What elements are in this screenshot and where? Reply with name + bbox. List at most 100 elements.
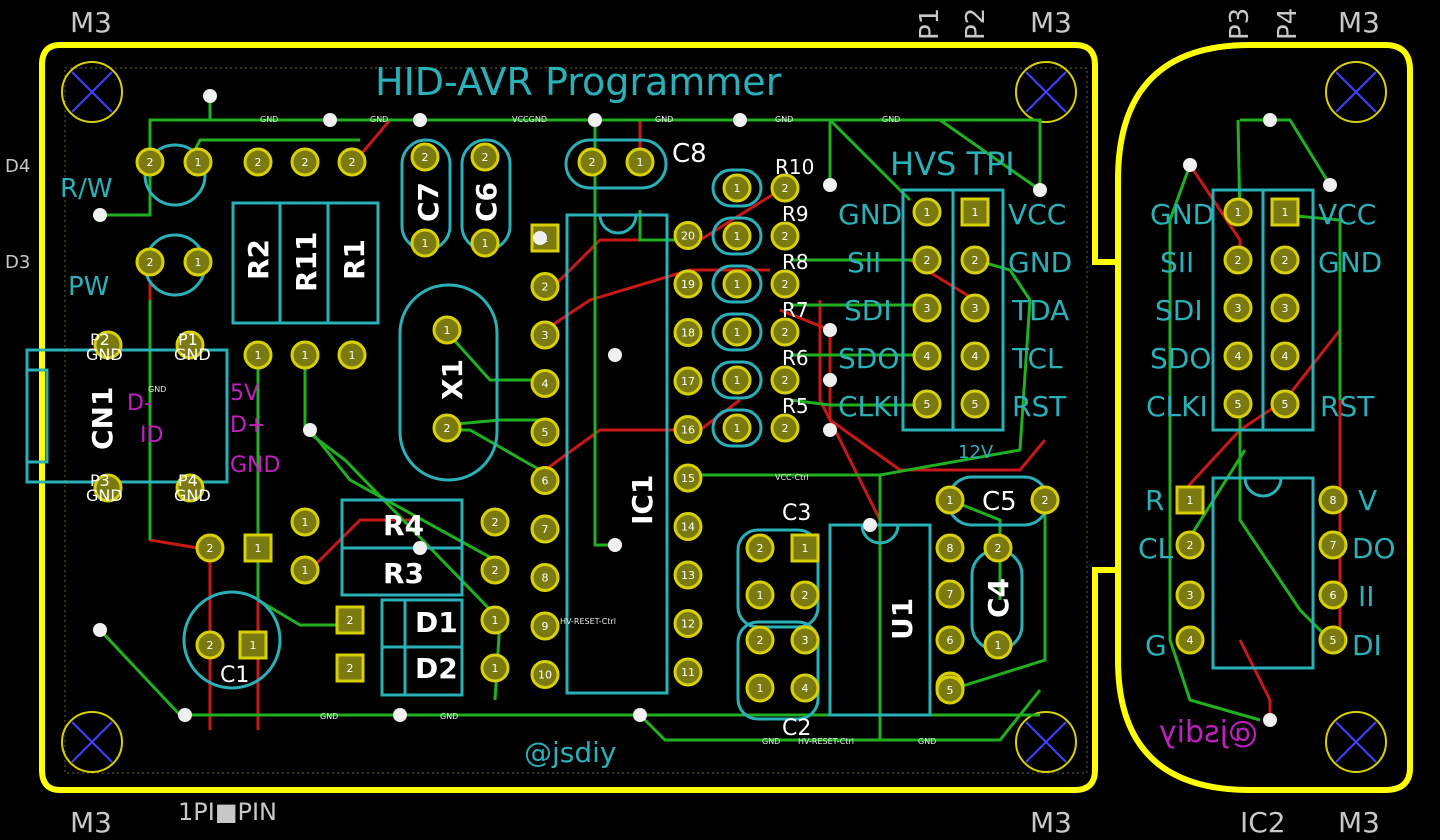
pad-number: 1 (734, 374, 741, 387)
via (588, 113, 602, 127)
header-pad: 2 (960, 245, 990, 275)
rarray-pad: 2 (770, 221, 800, 251)
pad-number: 2 (782, 422, 789, 435)
pad-number: 1 (302, 564, 309, 577)
pad-number: 17 (681, 375, 695, 388)
pad-number: 5 (1330, 634, 1337, 647)
cap-pad: 1 (625, 147, 655, 177)
pad-number: 1 (734, 422, 741, 435)
u1-pin: 6 (935, 625, 965, 655)
signature-label: @jsdiy (524, 736, 617, 769)
via (178, 708, 192, 722)
cap-pad: 1 (935, 485, 965, 515)
pad-number: 4 (1187, 634, 1194, 647)
ic1-pin: 18 (673, 318, 703, 347)
ic1-pin: 12 (673, 609, 703, 638)
pad-number: 1 (734, 278, 741, 291)
pad-number: 2 (492, 516, 499, 529)
rarray-pad: 1 (722, 317, 752, 347)
ic1-pin: 6 (530, 466, 560, 495)
ic1-pin: 16 (673, 415, 703, 444)
pad-number: 5 (1282, 398, 1289, 411)
cap-pad: 1 (745, 673, 775, 703)
cn1-p1-gnd: GND (174, 345, 211, 364)
header-pad: 4 (1270, 341, 1300, 371)
resistor-pad: 1 (290, 555, 320, 585)
cap-pad: 4 (790, 673, 820, 703)
cn1-p4: P4 (178, 471, 198, 490)
ic1-pin: 14 (673, 512, 703, 541)
pad-number: 6 (542, 475, 549, 488)
socket-right-di: DI (1352, 629, 1382, 662)
socket-pad: 2 (1175, 530, 1205, 560)
via (413, 113, 427, 127)
header-pad: 3 (1270, 293, 1300, 323)
socket-right-ii: II (1358, 580, 1375, 613)
pad-number: 1 (947, 494, 954, 507)
ref-c1: C1 (220, 663, 249, 688)
rb-left-clki: CLKI (1146, 390, 1208, 423)
cap-pad: 1 (745, 580, 775, 610)
rb-right-labels: VCC GND RST (1318, 198, 1382, 423)
ic1-pin: 11 (673, 657, 703, 687)
cn1-p3: P3 (90, 471, 110, 490)
pad-number: 1 (734, 182, 741, 195)
pad-number: 2 (1042, 494, 1049, 507)
pad-number: 1 (637, 156, 644, 169)
net-gnd-4: GND (775, 115, 793, 124)
ic1-pin: 5 (530, 417, 560, 447)
ic1-pin: 15 (673, 463, 703, 493)
hvs-right-tda: TDA (1011, 294, 1069, 327)
pad-number: 1 (250, 639, 257, 652)
resistor-pad: 2 (480, 555, 510, 585)
pad-number: 1 (492, 662, 499, 675)
usb-pad (93, 473, 123, 503)
diode-pad: 1 (480, 653, 510, 683)
cap-pad: 2 (983, 533, 1013, 563)
pad-number: 1 (302, 349, 309, 362)
via (823, 373, 837, 387)
header-pad: 2 (1270, 245, 1300, 275)
socket-left-g: G (1145, 629, 1167, 662)
pad-number: 18 (681, 327, 695, 340)
ref-c5: C5 (982, 487, 1017, 517)
pad-number: 3 (802, 634, 809, 647)
v12-label: 12V (958, 442, 994, 463)
hvs-left-clki: CLKI (838, 390, 900, 423)
pad-number: 2 (757, 634, 764, 647)
pad-number: 6 (1330, 589, 1337, 602)
header-pad: 3 (960, 293, 990, 323)
pad: 2 (195, 533, 225, 563)
ic2-label: IC2 (1240, 806, 1286, 839)
pad-number: 1 (255, 542, 262, 555)
header-pad: 4 (912, 341, 942, 371)
pad-number: 1 (195, 156, 202, 169)
pad-number: 2 (995, 542, 1002, 555)
net-gnd-7: GND (440, 712, 458, 721)
net-gnd-9: GND (918, 737, 936, 746)
led-pad: 2 (135, 147, 165, 177)
board-inner-edge (64, 67, 1088, 774)
via (608, 348, 622, 362)
via (393, 708, 407, 722)
ref-x1: X1 (436, 359, 469, 400)
ref-d2: D2 (415, 652, 458, 685)
ref-c2: C2 (782, 716, 811, 741)
via (823, 423, 837, 437)
via (1263, 713, 1277, 727)
via (863, 518, 877, 532)
pad-number: 2 (782, 230, 789, 243)
mount-hole-br (1015, 711, 1077, 773)
p3-label: P3 (1225, 8, 1255, 40)
ic1-pin: 19 (673, 269, 703, 299)
pads-layer: 1234567891011121314151617181920212121212… (93, 89, 1348, 727)
diode-pad: 2 (335, 653, 365, 683)
via (1323, 178, 1337, 192)
p2-label: P2 (961, 8, 991, 40)
resistor-pad: 2 (243, 147, 273, 177)
resistor-pad: 1 (290, 340, 320, 370)
header-pad: 1 (912, 197, 942, 227)
pad-number: 2 (492, 564, 499, 577)
pad-number: 2 (782, 374, 789, 387)
